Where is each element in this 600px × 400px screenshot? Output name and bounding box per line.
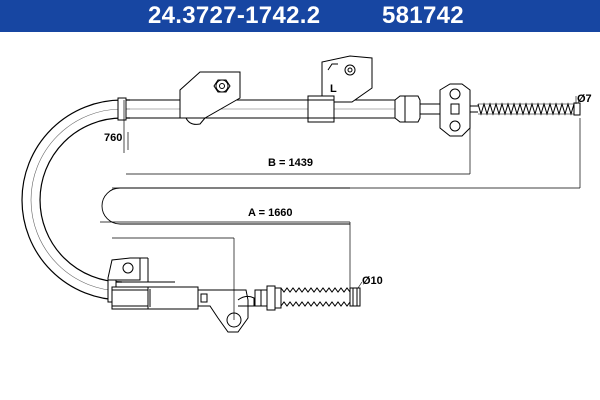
bracket-top-left xyxy=(179,71,241,119)
top-end-fitting xyxy=(394,95,421,123)
title-bar: 24.3727-1742.2 581742 xyxy=(0,0,600,32)
bracket-hole-1 xyxy=(215,79,229,93)
part-number: 24.3727-1742.2 xyxy=(148,2,321,29)
bottom-barrel xyxy=(147,286,199,310)
dim-label-760: 760 xyxy=(104,132,122,144)
cable-sheath-inner xyxy=(39,117,130,283)
top-end-nipple xyxy=(573,102,581,116)
top-spring xyxy=(477,102,575,116)
dim-label-dia-top: Ø7 xyxy=(577,93,592,105)
cable-sheath-mid xyxy=(30,108,130,292)
bottom-thread xyxy=(280,287,351,293)
reference-loop xyxy=(101,187,350,225)
bracket-hole-2 xyxy=(344,64,356,76)
short-number: 581742 xyxy=(382,2,464,29)
bracket-l xyxy=(321,55,373,103)
dim-label-b: B = 1439 xyxy=(268,157,313,169)
sheath-cap-top xyxy=(117,97,127,121)
dim-label-a: A = 1660 xyxy=(248,207,293,219)
cable-sheath-outer xyxy=(21,99,130,301)
bracket-nut xyxy=(213,79,231,93)
dim-label-dia-bottom: Ø10 xyxy=(362,275,383,287)
bottom-end-nipple xyxy=(349,287,361,307)
side-mark: L xyxy=(330,83,337,95)
